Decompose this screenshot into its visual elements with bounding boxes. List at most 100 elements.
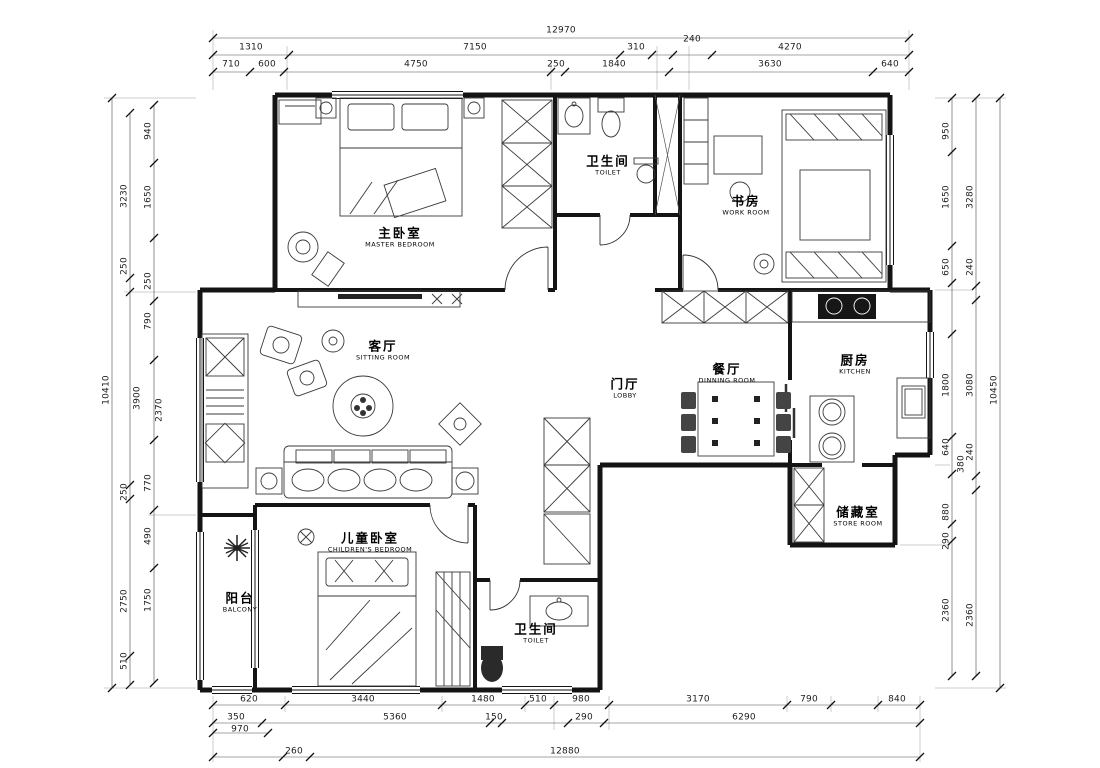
hallway-cabinet (543, 417, 591, 565)
dimension-label-top: 1310 (239, 42, 263, 53)
windows (196, 91, 934, 694)
sitting-bay-cabinet (201, 333, 249, 489)
room-name-en: SITTING ROOM (355, 353, 411, 362)
dimension-label-bottom: 1480 (471, 694, 495, 705)
dimension-label-bottom: 150 (485, 712, 503, 723)
dimension-label-top: 12970 (546, 25, 576, 36)
room-name-en: MASTER BEDROOM (365, 240, 435, 249)
children-wardrobe (435, 571, 471, 687)
room-label-kitchen: 厨房 KITCHEN (839, 352, 871, 377)
dimension-label-top: 4750 (404, 59, 428, 70)
dimension-label-right: 240 (965, 443, 976, 461)
room-name-cn: 厨房 (840, 352, 870, 368)
dimension-label-top: 710 (222, 59, 240, 70)
master-nightstands (278, 97, 485, 125)
doors (429, 214, 796, 611)
dimension-label-left: 940 (143, 122, 154, 140)
room-label-toilet-top: 卫生间 TOILET (586, 154, 630, 178)
dimension-label-right: 240 (965, 258, 976, 276)
store-room-cabinet (793, 467, 825, 543)
room-name-cn: 书房 (731, 193, 761, 209)
dimension-label-left: 250 (119, 483, 130, 501)
dimension-label-left: 510 (119, 652, 130, 670)
dimension-label-top: 3630 (758, 59, 782, 70)
dimension-label-left: 250 (119, 257, 130, 275)
master-bed (339, 97, 463, 219)
extension-lines (104, 30, 1006, 762)
room-name-cn: 餐厅 (712, 361, 742, 377)
toilet-top-fixtures (557, 97, 659, 184)
balcony-plant (224, 535, 250, 561)
room-name-cn: 客厅 (368, 338, 398, 354)
dimension-label-left: 1650 (143, 185, 154, 209)
room-name-cn: 卫生间 (514, 621, 558, 637)
toilet-bottom-fixtures (481, 595, 589, 682)
kitchen-counter (791, 290, 931, 439)
room-name-en: WORK ROOM (722, 208, 770, 217)
dimension-label-top: 640 (881, 59, 899, 70)
dimension-label-bottom: 790 (800, 694, 818, 705)
dimension-label-right: 1650 (941, 185, 952, 209)
dimension-label-top: 4270 (778, 42, 802, 53)
dimension-lines (111, 37, 1001, 758)
room-name-en: TOILET (595, 168, 621, 177)
room-name-en: LOBBY (613, 391, 637, 400)
dimension-label-top: 1840 (602, 59, 626, 70)
dimension-label-bottom: 980 (572, 694, 590, 705)
room-label-dining-room: 餐厅 DINNING ROOM (698, 361, 756, 386)
dimension-label-bottom: 840 (888, 694, 906, 705)
dimension-label-bottom: 3440 (351, 694, 375, 705)
dimension-ticks (107, 33, 1005, 762)
dining-table (681, 381, 791, 457)
dimension-label-bottom: 12880 (550, 746, 580, 757)
room-name-en: DINNING ROOM (698, 376, 756, 385)
dimension-label-bottom: 510 (529, 694, 547, 705)
dimension-label-left: 3230 (119, 184, 130, 208)
dimension-label-right: 3280 (965, 185, 976, 209)
room-name-en: BALCONY (222, 605, 258, 614)
room-label-sitting-room: 客厅 SITTING ROOM (355, 338, 411, 363)
dimension-label-left: 790 (143, 312, 154, 330)
dimension-label-bottom: 260 (285, 746, 303, 757)
children-decor (297, 528, 315, 546)
room-name-cn: 储藏室 (836, 504, 880, 520)
room-name-en: STORE ROOM (833, 519, 883, 528)
room-name-en: TOILET (523, 636, 549, 645)
dimension-label-right: 1800 (941, 373, 952, 397)
room-label-balcony: 阳台 BALCONY (222, 590, 258, 615)
dimension-label-top: 240 (683, 34, 701, 45)
dimension-label-right: 2360 (941, 598, 952, 622)
dimension-label-bottom: 5360 (383, 712, 407, 723)
sitting-armchairs (259, 325, 482, 446)
dimension-label-right: 2360 (965, 603, 976, 627)
room-name-en: CHILDREN'S BEDROOM (327, 545, 413, 554)
dimension-label-top: 7150 (463, 42, 487, 53)
dimension-label-bottom: 970 (231, 724, 249, 735)
sitting-rug (332, 375, 394, 437)
room-name-cn: 门厅 (610, 376, 640, 392)
dimension-label-left: 490 (143, 527, 154, 545)
dimension-label-right: 10450 (989, 375, 1000, 405)
dimension-label-bottom: 350 (227, 712, 245, 723)
dimension-label-left: 2750 (119, 589, 130, 613)
dimension-label-left: 770 (143, 474, 154, 492)
dimension-label-left: 2370 (154, 398, 165, 422)
room-label-work-room: 书房 WORK ROOM (722, 193, 770, 218)
dining-cabinet (661, 290, 789, 324)
room-name-cn: 儿童卧室 (340, 530, 399, 546)
room-label-lobby: 门厅 LOBBY (610, 376, 640, 401)
room-label-master-bedroom: 主卧室 MASTER BEDROOM (365, 225, 435, 250)
master-wardrobe (501, 99, 553, 229)
room-name-cn: 主卧室 (378, 225, 422, 241)
dimension-label-top: 310 (627, 42, 645, 53)
room-name-en: KITCHEN (839, 367, 871, 376)
interior-walls (200, 95, 895, 690)
dimension-label-right: 290 (941, 532, 952, 550)
room-name-cn: 阳台 (225, 590, 255, 606)
dimension-label-left: 250 (143, 272, 154, 290)
outer-walls (197, 92, 933, 693)
duct-shaft (654, 94, 681, 216)
dimension-label-top: 250 (547, 59, 565, 70)
